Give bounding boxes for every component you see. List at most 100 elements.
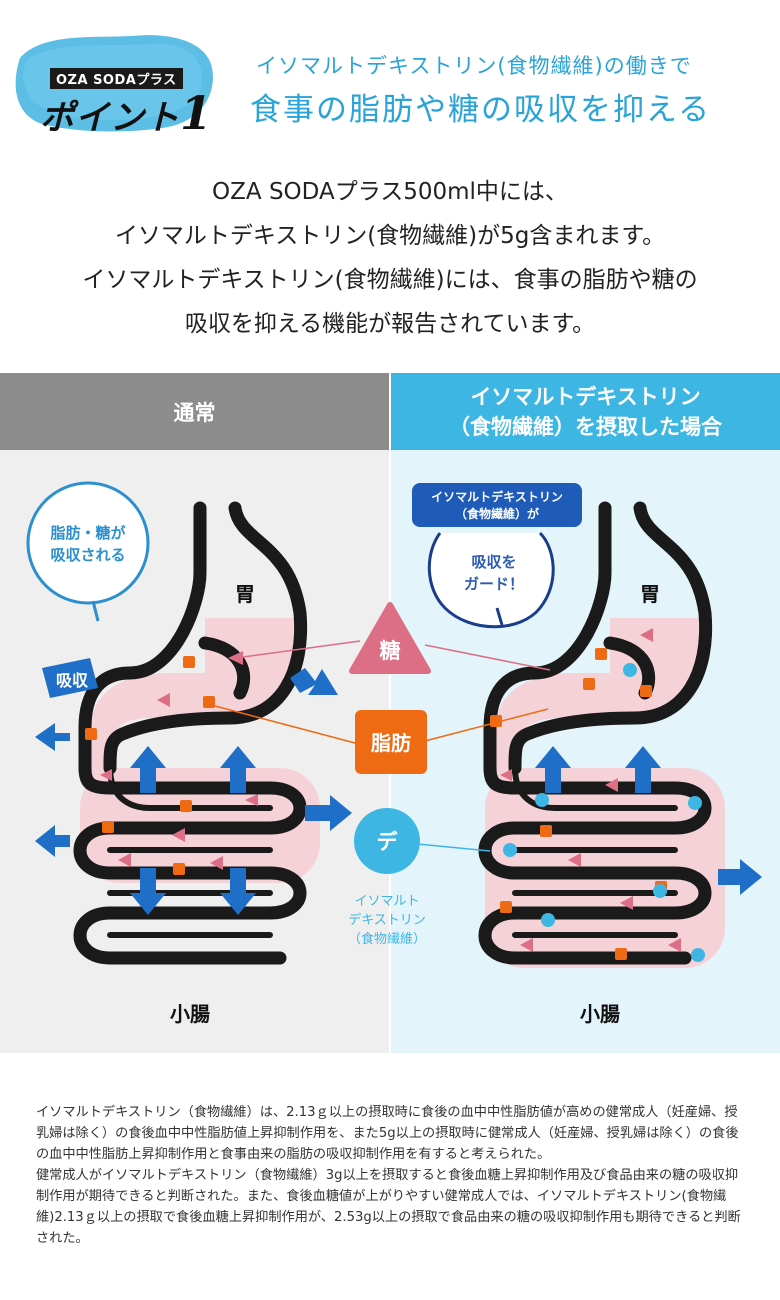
sugar-particle — [157, 693, 170, 707]
arrow-up-icon — [535, 746, 571, 793]
intro-line: 吸収を抑える機能が報告されています。 — [184, 311, 596, 337]
sugar-particle — [100, 769, 112, 781]
right-absorption-arrows — [535, 746, 762, 895]
fat-particle — [640, 685, 652, 697]
left-digestive-tract — [73, 501, 320, 965]
arrow-left-icon — [35, 723, 70, 751]
sugar-particle — [118, 853, 131, 867]
dextrin-caption-line2: デキストリン — [348, 912, 426, 928]
left-intestine-inner — [107, 765, 273, 938]
sugar-legend: 糖 — [349, 602, 431, 674]
normal-column-header: 通常 — [0, 373, 389, 450]
left-stomach-outline-inner — [103, 501, 308, 775]
left-particles — [85, 651, 258, 875]
arrow-diag-icon — [290, 668, 338, 695]
fat-legend: 脂肪 — [355, 710, 427, 774]
arrow-down-icon — [220, 868, 256, 915]
left-stomach-outline — [78, 501, 207, 775]
fat-particle — [500, 901, 512, 913]
right-bubble-line1: 吸収を — [471, 553, 516, 571]
dextrin-legend: デ イソマルト デキストリン （食物繊維） — [348, 808, 426, 947]
left-intestine-label: 小腸 — [170, 1002, 210, 1026]
right-stomach-contents — [495, 618, 705, 783]
fat-particle — [183, 656, 195, 668]
footnote-paragraph: 健常成人がイソマルトデキストリン（食物繊維）3g以上を摂取すると食後血糖上昇抑制… — [36, 1168, 741, 1246]
sugar-particle — [568, 853, 581, 867]
right-intestine-label: 小腸 — [580, 1002, 620, 1026]
arrow-left-icon — [35, 825, 70, 857]
left-intestine-outline — [73, 761, 307, 965]
arrow-up-icon — [130, 746, 166, 793]
sugar-particle — [668, 938, 681, 952]
fat-particle — [180, 800, 192, 812]
sugar-particle — [245, 794, 258, 806]
dextrin-header-line2: （食物繊維）を摂取した場合 — [449, 415, 722, 439]
right-speech-bubble: 吸収を ガード！ — [427, 531, 555, 629]
sugar-particle — [605, 778, 618, 792]
arrow-up-icon — [220, 746, 256, 793]
badge-subtitle: OZA SODAプラス — [50, 68, 183, 89]
left-stomach-contents — [90, 618, 300, 783]
dextrin-particle — [535, 793, 549, 807]
sugar-particle — [500, 769, 512, 781]
dextrin-header-line1: イソマルトデキストリン — [470, 385, 701, 409]
dextrin-caption-line1: イソマルト — [354, 894, 419, 909]
sugar-particle — [210, 856, 223, 870]
right-stomach-outline-inner — [508, 501, 713, 775]
right-particles — [490, 628, 681, 960]
intro-line: イソマルトデキストリン(食物繊維)には、食事の脂肪や糖の — [82, 267, 698, 293]
dextrin-column-header: イソマルトデキストリン （食物繊維）を摂取した場合 — [391, 373, 780, 450]
sugar-particle — [640, 628, 653, 642]
sugar-particle — [172, 828, 185, 842]
fat-particle — [203, 696, 215, 708]
fat-particle — [615, 948, 627, 960]
dextrin-particle — [688, 796, 702, 810]
dextrin-particle — [623, 663, 637, 677]
point-badge: OZA SODAプラス ポイント1 — [12, 28, 217, 140]
right-bubble-line2: ガード！ — [464, 575, 524, 593]
sugar-particle — [228, 651, 243, 665]
footnote: イソマルトデキストリン（食物繊維）は、2.13ｇ以上の摂取時に食後の血中中性脂肪… — [36, 1102, 748, 1249]
right-dextrin-particles — [503, 663, 705, 962]
right-dextrin-tag: イソマルトデキストリン （食物繊維）が — [412, 483, 582, 527]
badge-title: ポイント1 — [40, 86, 213, 140]
arrow-down-icon — [130, 868, 166, 915]
arrow-right-icon — [718, 859, 762, 895]
fat-particle — [540, 825, 552, 837]
left-bubble-line1: 脂肪・糖が — [50, 524, 126, 542]
fat-particle — [102, 821, 114, 833]
headline-line1: イソマルトデキストリン(食物繊維)の働きで — [256, 54, 692, 78]
left-absorption-arrows — [35, 668, 352, 915]
badge-title-text: ポイント — [40, 98, 180, 138]
badge-number: 1 — [180, 86, 214, 140]
right-stomach-label: 胃 — [640, 582, 660, 606]
dextrin-particle — [653, 884, 667, 898]
dextrin-particle — [541, 913, 555, 927]
sugar-legend-label: 糖 — [380, 639, 401, 663]
diagram-art: 吸収 脂肪・糖が 吸収される 胃 小腸 — [26, 481, 762, 1026]
footnote-paragraph: イソマルトデキストリン（食物繊維）は、2.13ｇ以上の摂取時に食後の血中中性脂肪… — [36, 1105, 739, 1162]
fat-particle — [173, 863, 185, 875]
right-stomach-outline — [483, 501, 612, 775]
header: OZA SODAプラス ポイント1 イソマルトデキストリン(食物繊維)の働きで … — [0, 0, 780, 160]
dextrin-particle — [691, 948, 705, 962]
left-stomach-label: 胃 — [235, 582, 255, 606]
right-intestine-inner — [512, 765, 678, 938]
dextrin-particle — [503, 843, 517, 857]
dextrin-tag-line1: イソマルトデキストリン — [431, 489, 563, 504]
sugar-particle — [620, 896, 633, 910]
sugar-particle — [520, 938, 533, 952]
fat-legend-label: 脂肪 — [371, 731, 411, 755]
dextrin-tag-line2: （食物繊維）が — [455, 506, 539, 521]
intro-line: イソマルトデキストリン(食物繊維)が5g含まれます。 — [114, 223, 666, 249]
legend-connectors — [214, 640, 551, 852]
fat-particle — [595, 648, 607, 660]
absorb-tag: 吸収 — [42, 658, 98, 698]
left-bubble-line2: 吸収される — [50, 546, 125, 564]
intro-text: OZA SODAプラス500ml中には、 イソマルトデキストリン(食物繊維)が5… — [0, 170, 780, 346]
fat-particle — [583, 678, 595, 690]
dextrin-caption-line3: （食物繊維） — [348, 931, 426, 947]
digestion-diagram: 通常 イソマルトデキストリン （食物繊維）を摂取した場合 — [0, 373, 780, 1053]
dextrin-legend-label: デ — [377, 830, 399, 854]
intro-line: OZA SODAプラス500ml中には、 — [212, 179, 568, 205]
